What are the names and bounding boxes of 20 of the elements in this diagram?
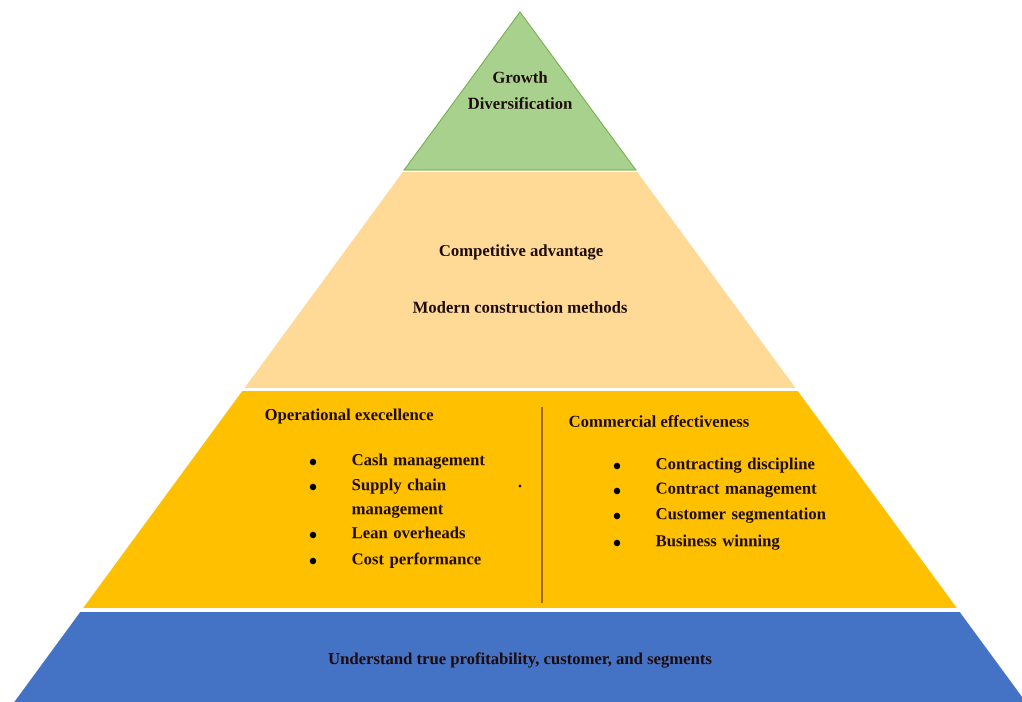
- section-heading: Operational execellence: [265, 408, 434, 424]
- stray-mark: .: [518, 484, 522, 488]
- pyramid-tier: [14, 612, 1022, 702]
- pyramid-tier: [403, 11, 637, 171]
- list-item: Cash management: [352, 453, 485, 469]
- pyramid-tier: [83, 391, 957, 608]
- tier-label: Diversification: [468, 97, 573, 109]
- list-item: Business winning: [655, 534, 780, 550]
- list-item: Contracting discipline: [656, 457, 815, 473]
- list-item: Cost performance: [352, 552, 481, 568]
- list-item: Supply chain management: [352, 478, 446, 518]
- tier-label: Understand true profitability, customer, and segments: [328, 652, 712, 668]
- pyramid-tier: [244, 172, 796, 388]
- list-item: Contract management: [656, 482, 817, 498]
- tier-label: Competitive advantage: [439, 244, 603, 260]
- tier-label: Modern construction methods: [412, 301, 627, 313]
- list-item: Lean overheads: [351, 526, 466, 539]
- list-item: Customer segmentation: [656, 507, 826, 523]
- tier-label: Growth: [493, 71, 548, 83]
- section-heading: Commercial effectiveness: [569, 415, 749, 427]
